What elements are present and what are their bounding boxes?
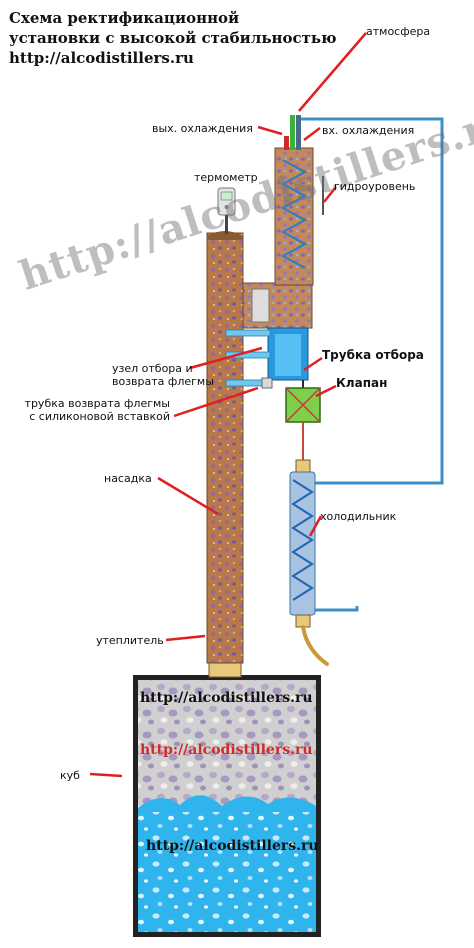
label-return-tube-line-1: трубка возврата флегмы bbox=[24, 397, 170, 410]
label-take-off-unit: узел отбора и возврата флегмы bbox=[112, 362, 214, 388]
arrow-return-tube bbox=[173, 386, 259, 418]
cooling-pipe bbox=[301, 117, 444, 485]
arrow-valve bbox=[315, 384, 337, 398]
tank-watermark-top: http://alcodistillers.ru bbox=[140, 690, 313, 706]
label-take-off-tube: Трубка отбора bbox=[322, 348, 424, 362]
label-insulation: утеплитель bbox=[96, 634, 164, 647]
label-packing: насадка bbox=[104, 472, 152, 485]
arrow-still bbox=[89, 772, 123, 778]
label-hydro-level: гидроуровень bbox=[334, 180, 416, 193]
label-still: куб bbox=[60, 769, 80, 782]
take-off-unit bbox=[225, 282, 313, 389]
label-condenser: холодильник bbox=[320, 510, 397, 523]
dephlegmator bbox=[274, 115, 314, 286]
title-line-3: http://alcodistillers.ru bbox=[9, 49, 194, 67]
arrow-hydro-level bbox=[323, 186, 337, 203]
label-thermometer: термометр bbox=[194, 171, 258, 184]
arrow-cooling-out bbox=[257, 125, 283, 136]
label-cooling-out: вых. охлаждения bbox=[152, 122, 253, 135]
arrow-packing bbox=[157, 476, 219, 516]
label-take-off-unit-line-1: узел отбора и bbox=[112, 362, 193, 375]
label-cooling-in: вх. охлаждения bbox=[322, 124, 415, 137]
arrow-cooling-in bbox=[303, 127, 321, 141]
label-return-tube: трубка возврата флегмы с силиконовой вст… bbox=[20, 397, 170, 423]
arrow-take-off-unit bbox=[189, 346, 263, 370]
label-valve: Клапан bbox=[336, 376, 388, 390]
title-line-1: Схема ректификационной bbox=[9, 9, 240, 27]
arrow-take-off-tube bbox=[303, 356, 323, 372]
label-atmosphere: атмосфера bbox=[366, 25, 431, 38]
arrow-atmosphere bbox=[298, 32, 367, 112]
title-line-2: установки с высокой стабильностью bbox=[9, 29, 337, 47]
tank-watermark-middle: http://alcodistillers.ru bbox=[140, 742, 313, 758]
annotation-arrows bbox=[89, 32, 367, 778]
diagram-title: Схема ректификационной установки с высок… bbox=[9, 8, 336, 68]
tank-watermark-bottom: http://alcodistillers.ru bbox=[146, 838, 319, 854]
label-return-tube-line-2: с силиконовой вставкой bbox=[29, 410, 170, 423]
thermometer bbox=[217, 187, 236, 234]
product-condenser bbox=[289, 459, 359, 666]
still-tank bbox=[133, 675, 321, 937]
column-packing bbox=[206, 231, 244, 664]
arrow-condenser bbox=[308, 515, 323, 537]
arrow-insulation bbox=[165, 634, 206, 642]
label-take-off-unit-line-2: возврата флегмы bbox=[112, 375, 214, 388]
valve-symbol bbox=[285, 380, 321, 460]
